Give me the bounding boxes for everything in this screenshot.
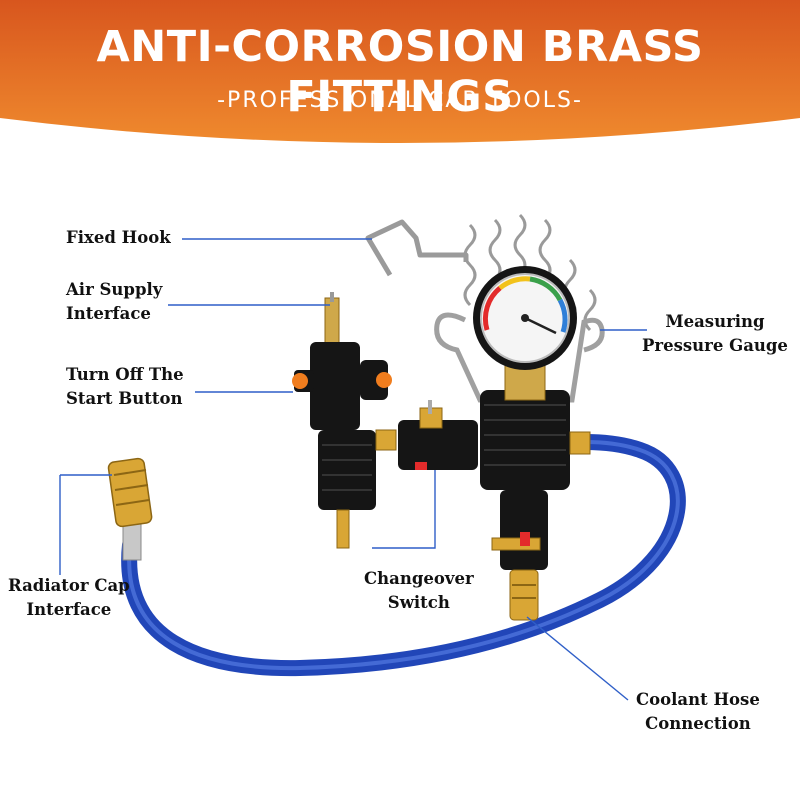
callout-coolant-hose: Coolant Hose Connection <box>636 688 760 736</box>
banner-subtitle: -PROFESSIONAL CAR TOOLS- <box>217 88 583 113</box>
callout-pressure-gauge: Measuring Pressure Gauge <box>642 310 788 358</box>
callout-fixed-hook: Fixed Hook <box>66 226 171 250</box>
banner-title: ANTI-CORROSION BRASS FITTINGS <box>96 22 704 122</box>
callout-air-supply: Air Supply Interface <box>66 278 162 326</box>
callout-text: Start Button <box>66 389 183 408</box>
callout-text: Measuring <box>665 312 765 331</box>
callout-text: Changeover <box>364 569 474 588</box>
main-body <box>480 390 591 621</box>
callout-start-button: Turn Off The Start Button <box>66 363 184 411</box>
air-supply-block <box>292 292 397 549</box>
callout-radiator-cap: Radiator Cap Interface <box>8 574 130 622</box>
fixed-hook <box>365 219 469 277</box>
callout-text: Radiator Cap <box>8 576 130 595</box>
callout-text: Interface <box>26 600 112 619</box>
callout-text: Coolant Hose <box>636 690 760 709</box>
callout-text: Fixed Hook <box>66 228 171 247</box>
blue-hose <box>121 434 686 677</box>
callout-text: Switch <box>387 593 450 612</box>
callout-text: Connection <box>645 714 751 733</box>
callout-text: Turn Off The <box>66 365 184 384</box>
changeover-valve <box>398 400 478 470</box>
callout-text: Air Supply <box>66 280 163 299</box>
header-banner <box>0 0 800 143</box>
callout-changeover-switch: Changeover Switch <box>364 567 474 615</box>
radiator-cap-fitting <box>107 457 153 561</box>
callout-text: Interface <box>66 304 151 323</box>
pressure-gauge <box>473 266 577 401</box>
callout-text: Pressure Gauge <box>642 336 788 355</box>
